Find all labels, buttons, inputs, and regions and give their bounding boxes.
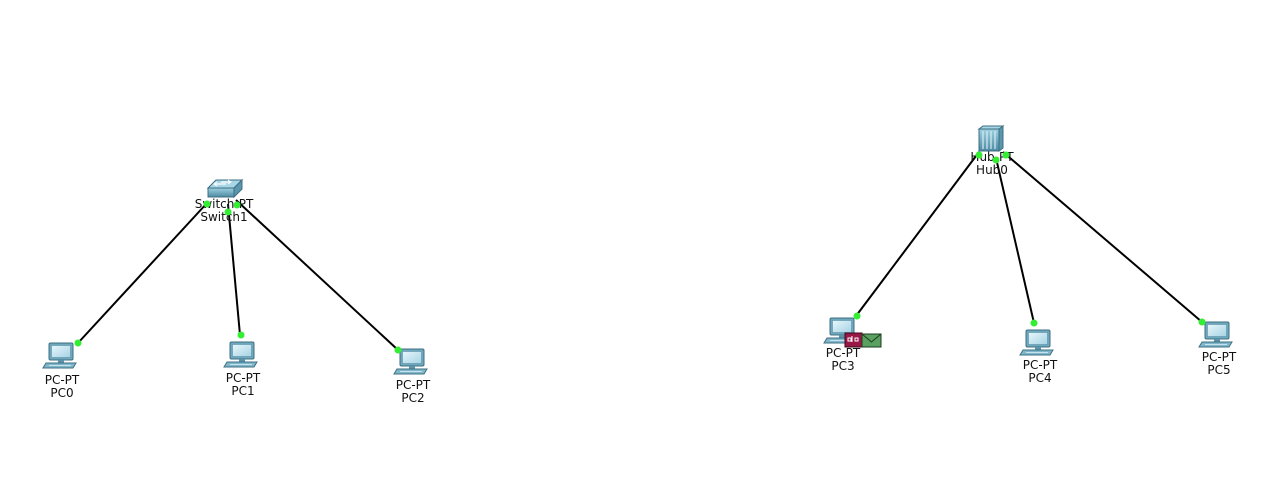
device-switch1[interactable]: Switch-PT Switch1 [195,179,254,224]
pc5-type-label: PC-PT [1202,350,1237,364]
pc3-name-label: PC3 [831,359,854,373]
port-up-indicator [1030,319,1038,327]
link-hub0-pc5[interactable] [1002,151,1203,323]
port-up-indicator [237,331,245,339]
hub0-name-label: Hub0 [976,163,1008,177]
pc2-type-label: PC-PT [396,378,431,392]
pc-icon [42,342,77,369]
links [77,151,1203,351]
link-switch1-pc0[interactable] [77,201,209,344]
pc-icon [1019,329,1054,356]
pc3-type-label: PC-PT [826,346,861,360]
pc4-name-label: PC4 [1028,371,1051,385]
pc2-name-label: PC2 [401,391,424,405]
switch1-name-label: Switch1 [200,210,247,224]
pc0-type-label: PC-PT [45,373,80,387]
device-pc3[interactable]: PC-PT PC3 [823,317,861,373]
pc1-type-label: PC-PT [226,371,261,385]
switch-icon [207,179,243,198]
pdu-envelope-icon[interactable] [844,332,882,348]
port-up-indicator [1198,318,1206,326]
pc5-name-label: PC5 [1207,363,1230,377]
port-up-indicator [853,312,861,320]
port-up-indicator [1002,151,1010,159]
port-up-indicator [992,156,1000,164]
link-hub0-pc4[interactable] [995,157,1035,324]
port-up-indicator [224,208,232,216]
pc0-name-label: PC0 [50,386,73,400]
device-hub0[interactable]: Hub-PT Hub0 [970,125,1014,177]
device-pc5[interactable]: PC-PT PC5 [1198,321,1237,377]
link-hub0-pc3[interactable] [855,151,980,317]
pc4-type-label: PC-PT [1023,358,1058,372]
device-pc4[interactable]: PC-PT PC4 [1019,329,1058,385]
port-up-indicator [74,339,82,347]
port-up-indicator [233,201,241,209]
device-pc1[interactable]: PC-PT PC1 [223,341,261,398]
pc-icon [1198,321,1233,348]
port-up-indicator [203,200,211,208]
port-indicators [74,151,1206,354]
device-pc0[interactable]: PC-PT PC0 [42,342,80,400]
link-switch1-pc2[interactable] [235,199,399,351]
port-up-indicator [975,151,983,159]
link-switch1-pc1[interactable] [227,203,241,336]
hub-icon [978,125,1004,152]
port-up-indicator [394,346,402,354]
pc1-name-label: PC1 [231,384,254,398]
pc-icon [223,341,258,368]
device-pc2[interactable]: PC-PT PC2 [393,348,431,405]
